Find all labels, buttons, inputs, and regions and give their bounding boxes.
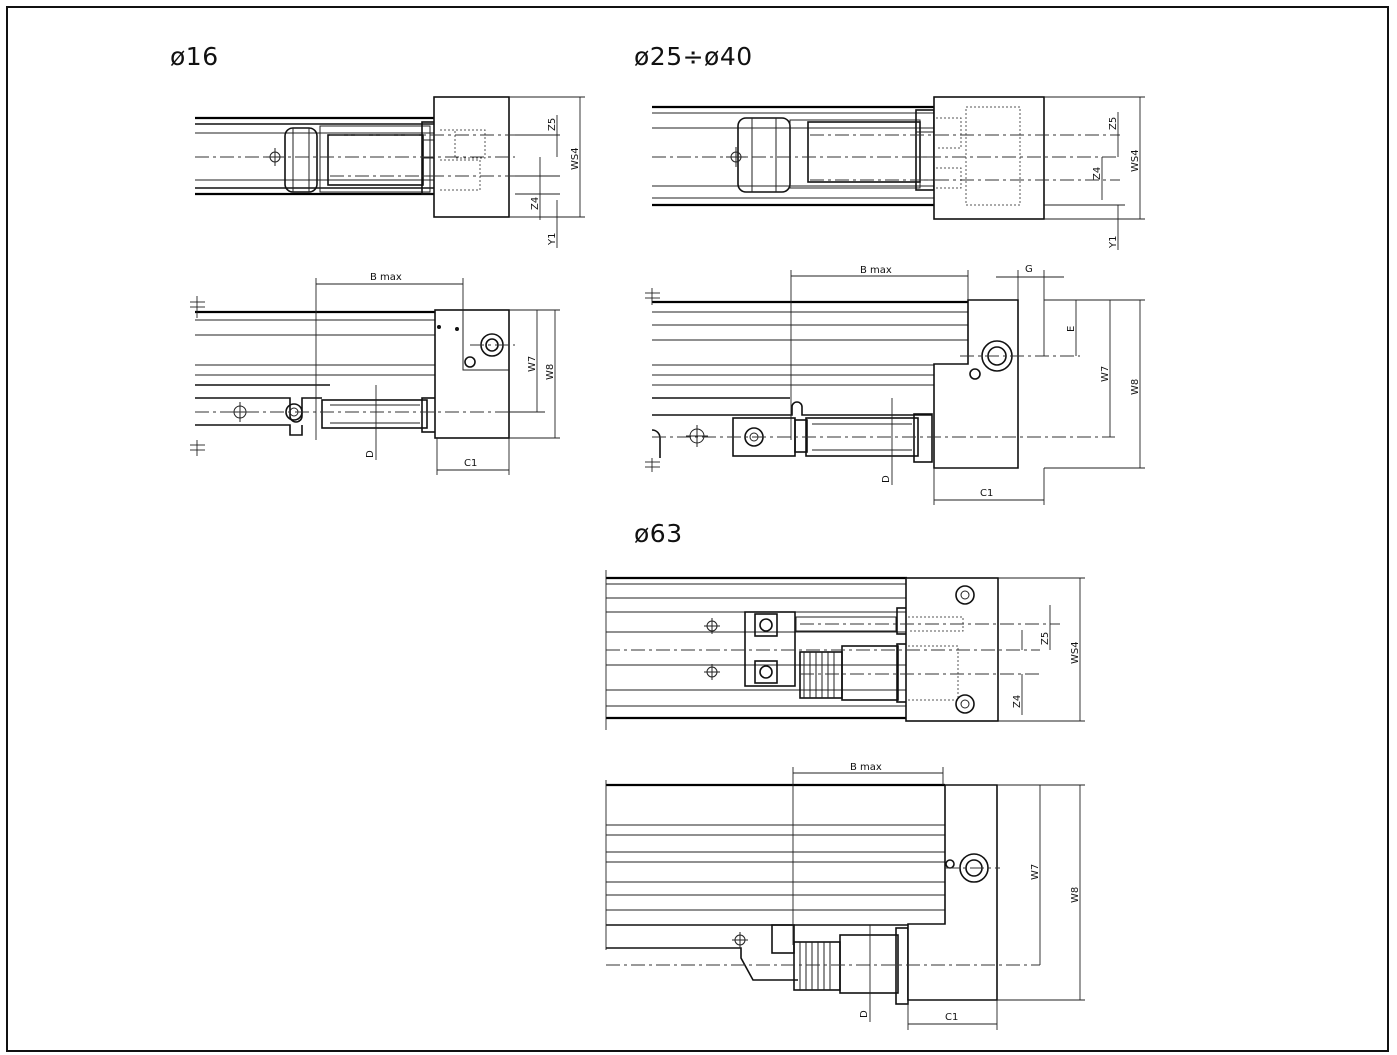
d16-c1-label: C1 bbox=[464, 458, 477, 469]
d25-40-e-label: E bbox=[1066, 326, 1077, 332]
title-d16: ø16 bbox=[170, 42, 219, 71]
d25-40-c1-label: C1 bbox=[980, 488, 993, 499]
d16-bmax-label: B max bbox=[370, 272, 402, 283]
title-d63: ø63 bbox=[634, 519, 683, 548]
d63-ws4-label: WS4 bbox=[1070, 641, 1081, 664]
d63-d-label: D bbox=[859, 1010, 870, 1018]
d16-z4-label: Z4 bbox=[530, 197, 541, 210]
d63-w7-label: W7 bbox=[1030, 864, 1041, 880]
d25-40-z4-label: Z4 bbox=[1092, 167, 1103, 180]
d25-40-z5-label: Z5 bbox=[1108, 117, 1119, 130]
d63-z5-label: Z5 bbox=[1040, 632, 1051, 645]
d25-40-g-label: G bbox=[1025, 264, 1033, 275]
d63-z4-label: Z4 bbox=[1012, 695, 1023, 708]
d16-z5-label: Z5 bbox=[547, 118, 558, 131]
d25-40-ws4-label: WS4 bbox=[1130, 149, 1141, 172]
d16-ws4-label: WS4 bbox=[570, 147, 581, 170]
d25-40-y1-label: Y1 bbox=[1108, 236, 1119, 249]
d16-d-label: D bbox=[365, 450, 376, 458]
d25-40-w8-label: W8 bbox=[1130, 379, 1141, 395]
d25-40-bmax-label: B max bbox=[860, 265, 892, 276]
drawing-frame bbox=[6, 6, 1389, 1052]
d25-40-w7-label: W7 bbox=[1100, 366, 1111, 382]
d63-c1-label: C1 bbox=[945, 1012, 958, 1023]
d63-bmax-label: B max bbox=[850, 762, 882, 773]
title-d25-40: ø25÷ø40 bbox=[634, 42, 753, 71]
d16-w7-label: W7 bbox=[527, 356, 538, 372]
d63-w8-label: W8 bbox=[1070, 887, 1081, 903]
d25-40-d-label: D bbox=[881, 475, 892, 483]
d16-w8-label: W8 bbox=[545, 364, 556, 380]
d16-y1-label: Y1 bbox=[547, 233, 558, 246]
